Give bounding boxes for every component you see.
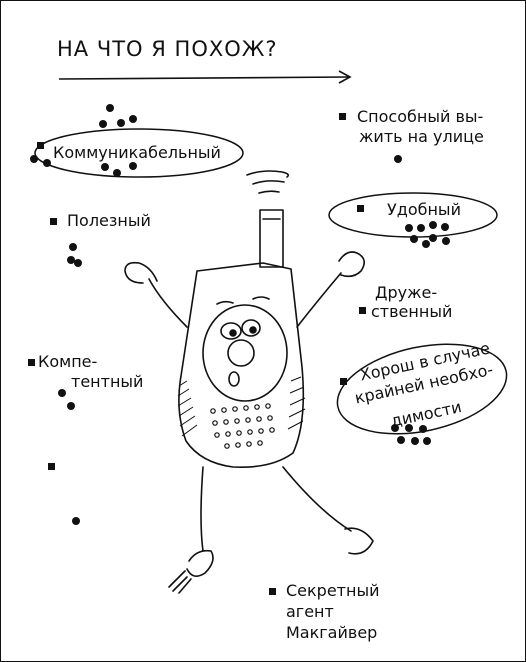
page-title: НА ЧТО Я ПОХОЖ? — [57, 37, 278, 61]
label-friendly-line2: ственный — [371, 302, 453, 321]
square-marker — [340, 378, 347, 385]
square-marker — [339, 113, 346, 120]
label-secret-line1: Секретный — [286, 581, 380, 600]
vote-dot — [101, 163, 109, 171]
vote-dot — [129, 162, 137, 170]
vote-dot — [129, 115, 137, 123]
speaker-grille — [210, 403, 275, 449]
vote-dot — [117, 119, 125, 127]
body-shading — [177, 376, 306, 437]
square-marker — [28, 359, 35, 366]
vote-dot — [422, 240, 430, 248]
vote-dot — [43, 159, 51, 167]
vote-dot — [419, 425, 427, 433]
title-arrow — [58, 70, 352, 84]
vote-dot — [394, 155, 402, 163]
label-communicative: Коммуникабельный — [53, 143, 221, 162]
vote-dot — [405, 224, 413, 232]
vote-dot — [442, 237, 450, 245]
label-competent-line2: тентный — [71, 372, 144, 391]
emergency-ellipse — [336, 343, 508, 435]
walkie-talkie-character — [124, 170, 374, 594]
square-marker — [48, 463, 55, 470]
vote-dot — [411, 437, 419, 445]
vote-dot — [405, 424, 413, 432]
vote-dot — [30, 155, 38, 163]
vote-dot — [423, 437, 431, 445]
square-marker — [269, 588, 276, 595]
label-competent-line1: Компе- — [38, 352, 98, 371]
vote-dot — [74, 259, 82, 267]
label-secret-line2: агент — [286, 602, 334, 621]
communicative-ellipse — [34, 128, 244, 178]
vote-dot — [429, 221, 437, 229]
square-marker — [37, 142, 44, 149]
square-marker — [357, 205, 364, 212]
vote-dot — [391, 424, 399, 432]
label-useful: Полезный — [67, 211, 151, 230]
vote-dot — [410, 235, 418, 243]
vote-dot — [441, 223, 449, 231]
vote-dot — [72, 517, 80, 525]
vote-dot — [429, 234, 437, 242]
vote-dot — [99, 120, 107, 128]
vote-dot — [397, 436, 405, 444]
label-convenient: Удобный — [387, 200, 461, 219]
vote-dots — [30, 104, 450, 525]
vote-dot — [113, 169, 121, 177]
label-survive-line1: Способный вы- — [357, 107, 484, 126]
vote-dot — [69, 243, 77, 251]
vote-dot — [67, 402, 75, 410]
label-secret-line3: Макгайвер — [286, 623, 378, 642]
label-friendly-line1: Друже- — [375, 283, 438, 302]
vote-dot — [417, 224, 425, 232]
square-marker — [50, 218, 57, 225]
vote-dot — [67, 256, 75, 264]
vote-dot — [58, 389, 66, 397]
square-marker — [359, 307, 366, 314]
vote-dot — [106, 104, 114, 112]
label-survive-line2: жить на улице — [359, 127, 484, 146]
